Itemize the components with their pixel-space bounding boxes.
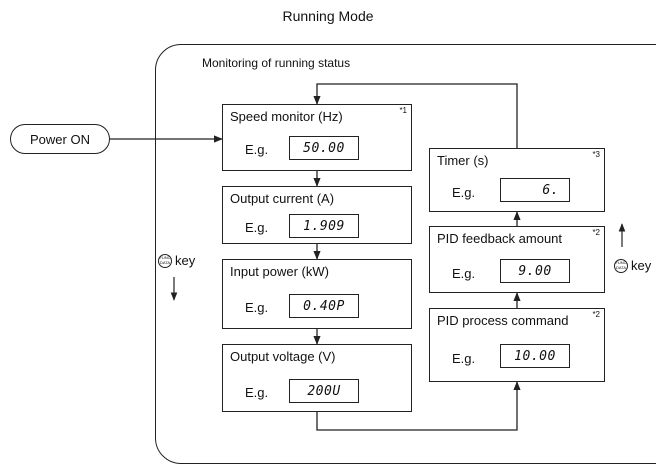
eg-label: E.g. [452,351,476,366]
output-voltage-label: Output voltage (V) [230,349,336,364]
timer-note: *3 [592,150,600,159]
pid-feedback-display: 9.00 [500,259,570,283]
pid-feedback-box: PID feedback amount *2 E.g. 9.00 [429,226,605,293]
eg-label: E.g. [245,300,269,315]
arrow-voltage-to-pid-process [316,381,521,431]
eg-label: E.g. [452,266,476,281]
func-data-key-right: FUNC DATA key [614,258,651,273]
key-label: key [631,258,652,273]
speed-monitor-label: Speed monitor (Hz) [230,109,343,124]
arrow-timer-to-speed [313,83,518,148]
input-power-label: Input power (kW) [230,264,329,279]
connector-arrows [110,83,626,431]
output-voltage-display: 200U [289,379,359,403]
timer-box: Timer (s) *3 E.g. 6. [429,148,605,212]
speed-monitor-note: *1 [399,106,407,115]
func-data-key-left: FUNC DATA key [158,253,195,268]
pid-feedback-note: *2 [592,228,600,237]
timer-display: 6. [500,178,570,202]
output-current-display: 1.909 [289,214,359,238]
frame-label: Monitoring of running status [202,56,351,70]
pid-process-display: 10.00 [500,344,570,368]
output-current-box: Output current (A) E.g. 1.909 [222,186,412,244]
input-power-box: Input power (kW) E.g. 0.40P [222,259,412,329]
output-current-label: Output current (A) [230,191,335,206]
speed-monitor-display: 50.00 [289,136,359,160]
input-power-display: 0.40P [289,294,359,318]
eg-label: E.g. [245,385,269,400]
eg-label: E.g. [245,220,269,235]
timer-label: Timer (s) [437,153,489,168]
pid-process-box: PID process command *2 E.g. 10.00 [429,308,605,382]
pid-process-note: *2 [592,310,600,319]
key-label: key [175,253,196,268]
func-data-key-icon: FUNC DATA [614,258,628,273]
output-voltage-box: Output voltage (V) E.g. 200U [222,344,412,412]
speed-monitor-box: Speed monitor (Hz) *1 E.g. 50.00 [222,104,412,171]
power-on-node: Power ON [10,124,110,154]
diagram-title: Running Mode [282,8,374,24]
eg-label: E.g. [245,142,269,157]
pid-process-label: PID process command [437,313,569,328]
pid-feedback-label: PID feedback amount [437,231,563,246]
func-data-key-icon: FUNC DATA [158,253,172,268]
eg-label: E.g. [452,185,476,200]
